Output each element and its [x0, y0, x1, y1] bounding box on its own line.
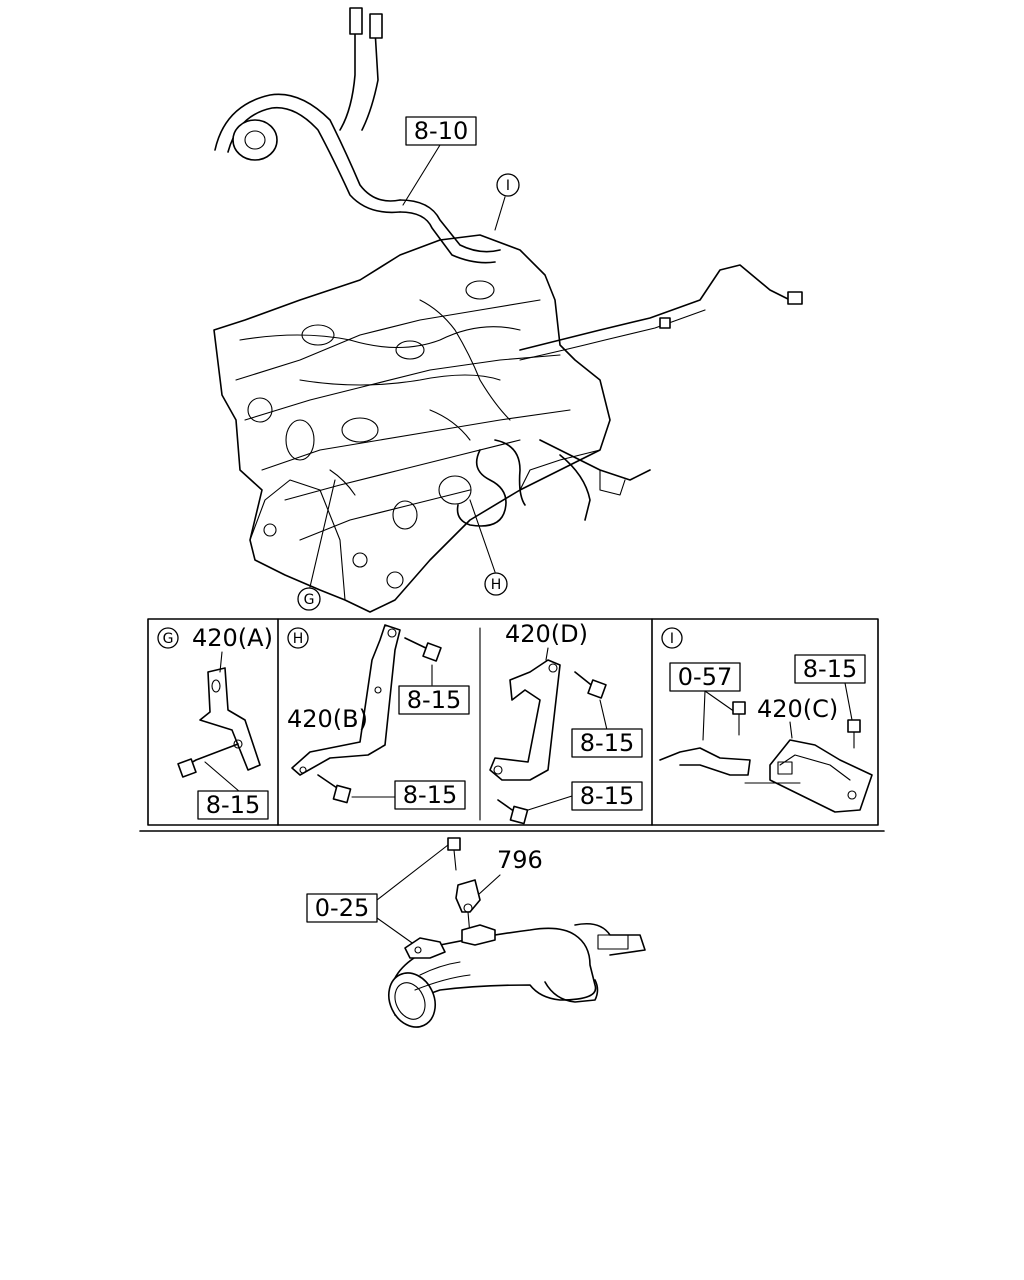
- bracket-d-title: 420(D): [505, 620, 588, 648]
- bracket-b-bolt-bottom-label: 8-15: [403, 781, 457, 809]
- bracket-d-bolt-bottom-label: 8-15: [580, 782, 634, 810]
- panel-h-bracket-d: 420(D) 8-15 8-15: [489, 620, 643, 825]
- panel-g: G 420(A) 8-15: [157, 624, 273, 820]
- callout-circle-h: H: [469, 499, 508, 596]
- bracket-d-bolt-top-label: 8-15: [580, 729, 634, 757]
- svg-text:G: G: [163, 631, 174, 647]
- svg-text:I: I: [670, 631, 674, 647]
- bracket-b-title: 420(B): [287, 705, 368, 733]
- engine-assembly: [213, 7, 803, 613]
- svg-text:H: H: [491, 577, 502, 593]
- bracket-c-title: 420(C): [757, 695, 838, 723]
- svg-text:H: H: [293, 631, 304, 647]
- detail-panels-frame: [139, 618, 885, 832]
- harness-ref-label: 8-10: [414, 117, 468, 145]
- sensor-label: 796: [497, 846, 543, 874]
- bracket-a-title: 420(A): [192, 624, 273, 652]
- panel-h-bracket-b: H 8-15 420(B) 8-15: [287, 624, 470, 810]
- harness-callout: 8-10: [402, 116, 477, 206]
- bracket-b-bolt-top-label: 8-15: [407, 686, 461, 714]
- svg-text:I: I: [506, 178, 510, 194]
- panel-i: I 0-57 8-15 420(C): [659, 627, 873, 813]
- svg-text:G: G: [304, 592, 315, 608]
- pipe-bolt-label: 0-25: [315, 894, 369, 922]
- callout-circle-i: I: [494, 173, 520, 231]
- bracket-c-bolt-label: 8-15: [803, 655, 857, 683]
- callout-circle-g: G: [297, 479, 336, 611]
- bracket-c-screw-label: 0-57: [678, 663, 732, 691]
- bracket-a-bolt-label: 8-15: [206, 791, 260, 819]
- pipe-assembly: 0-25 796: [306, 837, 646, 1028]
